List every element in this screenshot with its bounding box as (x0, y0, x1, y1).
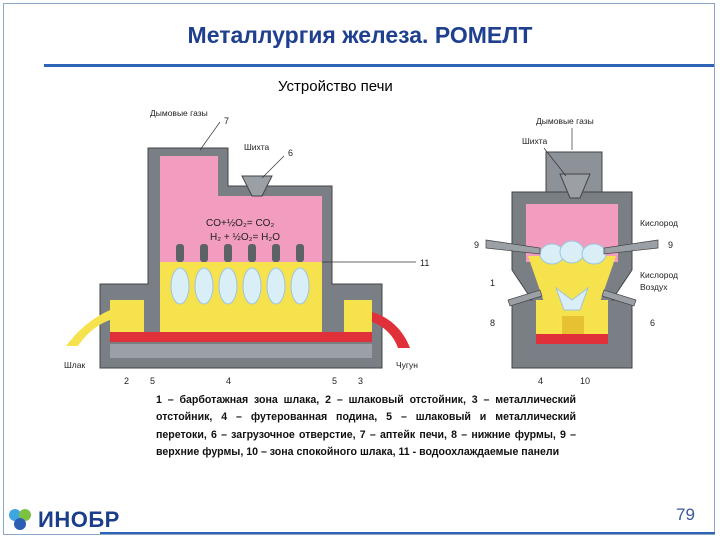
inobr-logo: ИНОБР (6, 506, 120, 534)
bottom-rule (100, 532, 715, 534)
right-num-upper-right: 9 (668, 240, 673, 250)
slide-frame (3, 3, 715, 535)
slag-label: Шлак (64, 360, 85, 370)
left-bottom-num: 2 (124, 376, 129, 386)
title-rule (44, 64, 714, 67)
left-charge-num: 6 (288, 148, 293, 158)
right-slag-bath (528, 256, 616, 302)
right-num-lower-right: 6 (650, 318, 655, 328)
left-furnace: CO+½O₂= CO₂ H₂ + ½O₂= H₂O Дымовые газы 7… (64, 108, 429, 386)
right-charge-hopper (559, 173, 591, 199)
slide-title: Металлургия железа. РОМЕЛТ (187, 22, 533, 48)
left-slag-outflow (66, 310, 110, 346)
oxygen-label: Кислород (640, 218, 678, 228)
reaction-2: H₂ + ½O₂= H₂O (210, 232, 280, 243)
left-charge-label: Шихта (244, 142, 269, 152)
right-flue-gas-label: Дымовые газы (536, 116, 594, 126)
right-num-lower-left: 8 (490, 318, 495, 328)
oxygen-air-label-2: Воздух (640, 282, 668, 292)
right-num-mid-left: 1 (490, 278, 495, 288)
left-bubble-zone (170, 267, 310, 305)
logo-icon (9, 509, 31, 530)
left-tuyeres (176, 244, 304, 262)
left-bottom-num: 5 (332, 376, 337, 386)
left-flue-gas-leader (199, 121, 221, 151)
right-num-upper-left: 9 (474, 240, 479, 250)
left-charge-hopper (241, 175, 273, 197)
left-charge-leader (261, 155, 285, 179)
right-tuyeres (485, 239, 659, 307)
left-gas-chamber (160, 156, 322, 270)
right-furnace: Дымовые газы Шихта Кислород Кислород Воз… (474, 116, 678, 386)
right-charge-leader (543, 147, 567, 177)
right-charge-label: Шихта (522, 136, 547, 146)
page-number: 79 (676, 505, 695, 524)
logo-text: ИНОБР (38, 507, 120, 532)
iron-label: Чугун (396, 360, 418, 370)
panel-num: 11 (420, 258, 429, 268)
right-num-bottom-right: 10 (580, 376, 590, 386)
left-bottom-num: 3 (358, 376, 363, 386)
quiet-slag-zone (562, 316, 584, 334)
reaction-1: CO+½O₂= CO₂ (206, 218, 274, 229)
left-flue-gas-num: 7 (224, 116, 229, 126)
left-bottom-num: 5 (150, 376, 155, 386)
slide-subtitle: Устройство печи (278, 78, 393, 95)
right-iron-layer (536, 334, 608, 344)
furnace-diagram: CO+½O₂= CO₂ H₂ + ½O₂= H₂O Дымовые газы 7… (64, 108, 678, 386)
left-iron-outflow (372, 312, 410, 348)
oxygen-air-label-1: Кислород (640, 270, 678, 280)
left-bottom-num: 4 (226, 376, 231, 386)
left-hearth (110, 344, 372, 358)
left-flue-gas-label: Дымовые газы (150, 108, 208, 118)
right-num-bottom-left: 4 (538, 376, 543, 386)
left-iron-layer (110, 332, 372, 342)
legend-caption: 1 – барботажная зона шлака, 2 – шлаковый… (156, 394, 576, 459)
